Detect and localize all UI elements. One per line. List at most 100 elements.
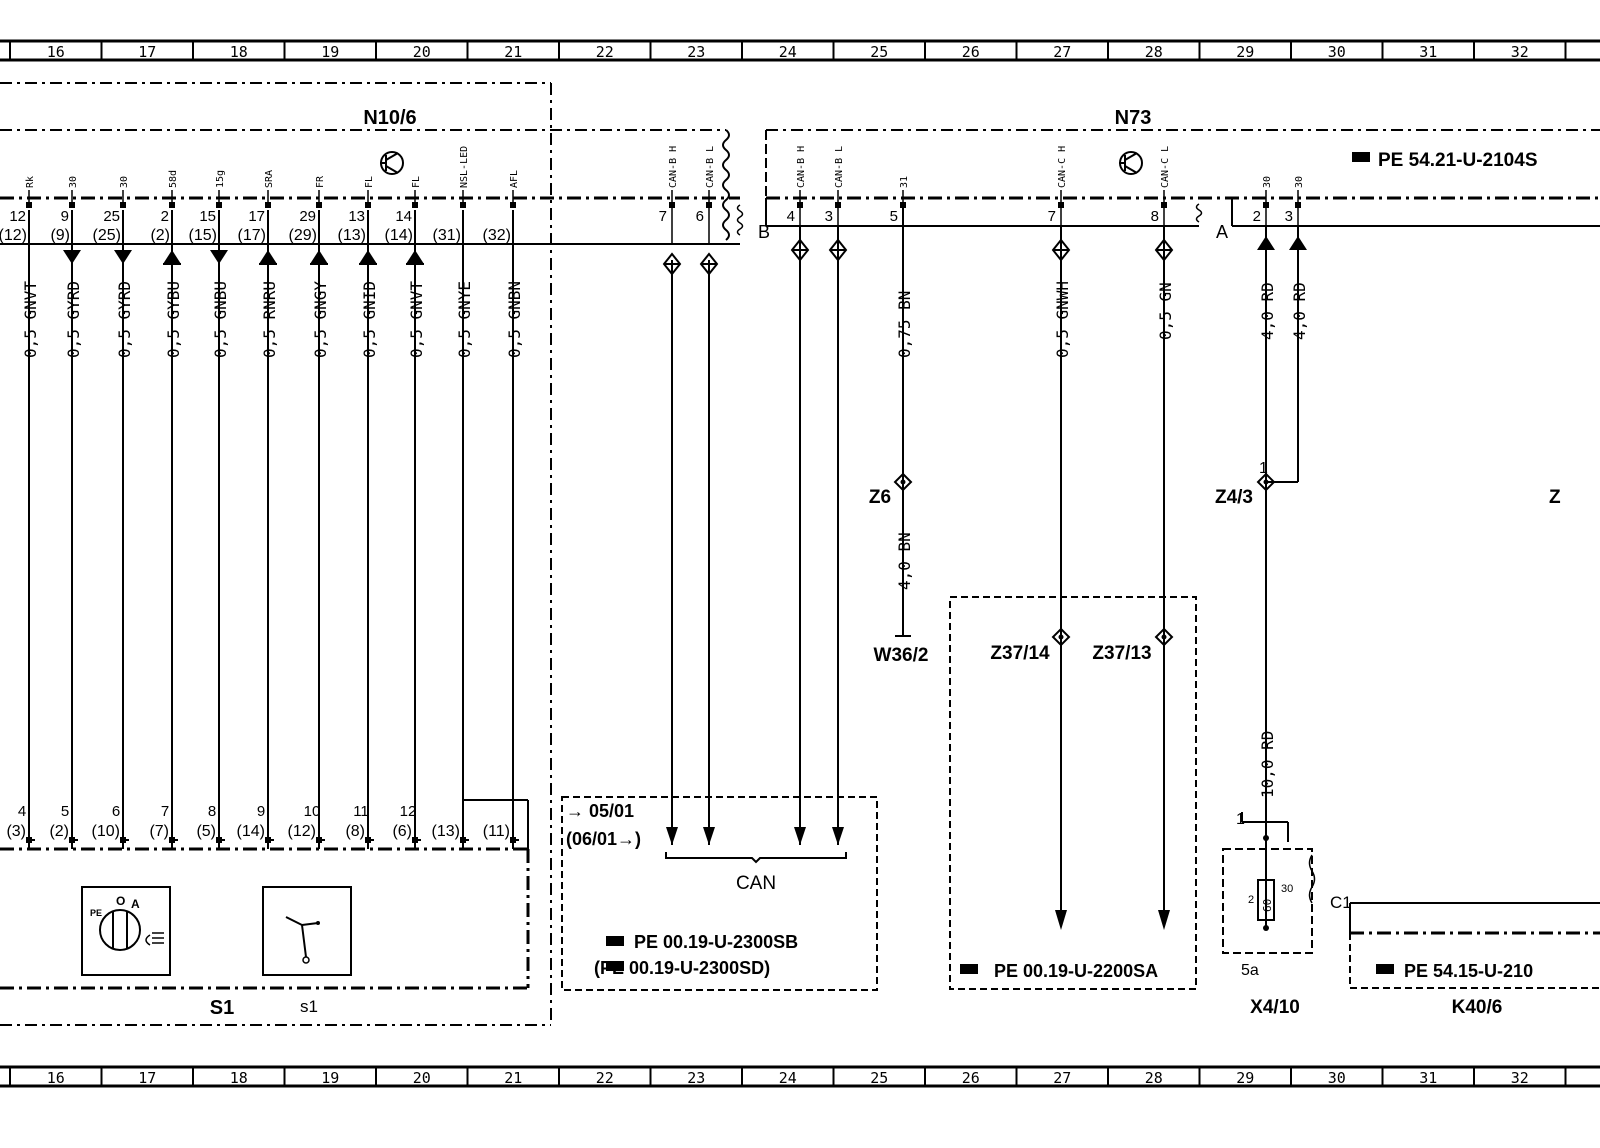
n10-6-pin-name: 58d <box>168 170 179 188</box>
s1-alt-pin: (10) <box>92 823 120 840</box>
reference-icon <box>1352 152 1370 162</box>
can-ref-2: (PE 00.19-U-2300SD) <box>594 958 770 978</box>
grid-column-label: 24 <box>779 1069 797 1087</box>
grid-column-label: 22 <box>596 43 614 61</box>
s1-pin-number: 7 <box>161 803 169 820</box>
grid-column-label: 23 <box>687 43 705 61</box>
s1-alt-pin: (7) <box>149 823 169 840</box>
n73-label: N73 <box>1115 107 1152 129</box>
k40-6-module: C1 PE 54.15-U-210 K40/6 <box>1330 893 1600 1018</box>
s1-alt-pin: (3) <box>6 823 26 840</box>
grid-column-label: 32 <box>1511 43 1529 61</box>
n10-6-pin-name: 30 <box>68 176 79 188</box>
grid-column-label: 30 <box>1328 43 1346 61</box>
n10-6-pin-name: Rk <box>25 176 36 188</box>
grid-column-label: 17 <box>138 43 156 61</box>
grid-column-label: 28 <box>1145 43 1163 61</box>
splice-z37-14 <box>1051 627 1071 647</box>
s1-pin-number: 10 <box>304 803 321 820</box>
n10-6-alt-pin: (14) <box>385 227 413 244</box>
switch-label-o: O <box>116 894 125 908</box>
can-label: CAN <box>736 873 776 894</box>
wire-label-gnd2: 4,0 BN <box>895 532 914 590</box>
grid-column-label: 27 <box>1053 1069 1071 1087</box>
n10-6-pin-number: 29 <box>299 208 316 225</box>
n10-6-wire-label: 0,5 GNVT <box>21 281 40 358</box>
can-box-line1: → 05/01 <box>566 801 634 821</box>
n10-6-alt-pin: (29) <box>289 227 317 244</box>
n10-6-pin-number: 9 <box>61 208 69 225</box>
n10-6-pin-name: FL <box>364 176 375 188</box>
n73-pin-number: 8 <box>1151 208 1159 225</box>
grid-column-label: 20 <box>413 1069 431 1087</box>
n10-6-pin-number: 17 <box>248 208 265 225</box>
connector-a-label: A <box>1216 222 1228 242</box>
grid-column-label: 29 <box>1236 43 1254 61</box>
n10-6-pin-name: NSL-LED <box>459 146 470 188</box>
n73-pin-name: CAN-B H <box>796 146 807 188</box>
wire-label-fuse-feed: 10,0 RD <box>1258 731 1277 798</box>
n10-6-pin-name: SRA <box>264 170 275 188</box>
n10-6-pin-name: FL <box>411 176 422 188</box>
n10-6-alt-pin: (17) <box>238 227 266 244</box>
s1-pin-number: 6 <box>112 803 120 820</box>
n10-6-alt-pin: (31) <box>433 227 461 244</box>
z37-ref: PE 00.19-U-2200SA <box>994 961 1158 981</box>
grid-column-label: 16 <box>47 1069 65 1087</box>
n10-6-alt-pin: (2) <box>150 227 170 244</box>
grid-column-label: 18 <box>230 1069 248 1087</box>
grid-column-label: 18 <box>230 43 248 61</box>
z37-14-label: Z37/14 <box>990 643 1050 664</box>
fuse-pin2: 2 <box>1248 894 1254 906</box>
n73-pin-number: 2 <box>1253 208 1261 225</box>
n10-6-alt-pin: (13) <box>338 227 366 244</box>
z4-3-node-label: 1 <box>1259 460 1268 477</box>
fuse-x4-10: 1 2 60 30 5a X4/10 <box>1222 811 1316 1018</box>
n10-6-can-pin-name: CAN-B H <box>668 146 679 188</box>
k40-connector: C1 <box>1330 893 1352 912</box>
s1-alt-pin: (13) <box>432 823 460 840</box>
s1-alt-pin: (2) <box>49 823 69 840</box>
grid-column-label: 28 <box>1145 1069 1163 1087</box>
z-cut-label: Z <box>1549 487 1561 508</box>
n10-6-pin-number: 14 <box>395 208 412 225</box>
n10-6-alt-pin: (32) <box>483 227 511 244</box>
s1-alt-pin: (5) <box>196 823 216 840</box>
n73-pin-name: 30 <box>1262 176 1273 188</box>
n10-6-wire-label: 0,5 GNBU <box>211 281 230 358</box>
s1-alt-pin: (6) <box>392 823 412 840</box>
n73-pin-name: CAN-C L <box>1160 146 1171 188</box>
reference-icon <box>960 964 978 974</box>
n10-6-wire-label: 0,5 GNID <box>360 281 379 358</box>
wire-label-can-c-l: 0,5 GN <box>1156 282 1175 340</box>
grid-column-label: 19 <box>321 43 339 61</box>
n10-6-wire-label: 0,5 GNGY <box>311 281 330 358</box>
fuse-pin1: 1 <box>1236 811 1245 828</box>
grid-column-label: 19 <box>321 1069 339 1087</box>
n10-6-can-pin-number: 6 <box>696 208 704 225</box>
reference-icon <box>606 936 624 946</box>
n10-6-alt-pin: (12) <box>0 227 27 244</box>
can-reference-box: → 05/01 (06/01→) CAN PE 00.19-U-2300SB (… <box>561 796 878 991</box>
s1-pin-number: 5 <box>61 803 69 820</box>
grid-column-label: 26 <box>962 1069 980 1087</box>
s1-switch-label: s1 <box>300 997 318 1016</box>
n73-module: N73 A PE 54.21-U-2104S <box>765 107 1600 242</box>
n73-pin-number: 4 <box>787 208 795 225</box>
grid-column-label: 20 <box>413 43 431 61</box>
transistor-icon <box>1119 151 1143 175</box>
grid-column-label: 27 <box>1053 43 1071 61</box>
fuse-pin5a: 5a <box>1241 962 1259 979</box>
grid-column-label: 32 <box>1511 1069 1529 1087</box>
n10-6-pin-name: 30 <box>119 176 130 188</box>
n73-pin-name: CAN-C H <box>1057 146 1068 188</box>
wire-label-gnd: 0,75 BN <box>895 291 914 358</box>
grid-column-label: 26 <box>962 43 980 61</box>
s1-pin-number: 8 <box>208 803 216 820</box>
grid-column-label: 21 <box>504 43 522 61</box>
n10-6-wire-label: 0,5 GYRD <box>64 281 83 358</box>
switch-label-left: PE <box>90 908 102 918</box>
